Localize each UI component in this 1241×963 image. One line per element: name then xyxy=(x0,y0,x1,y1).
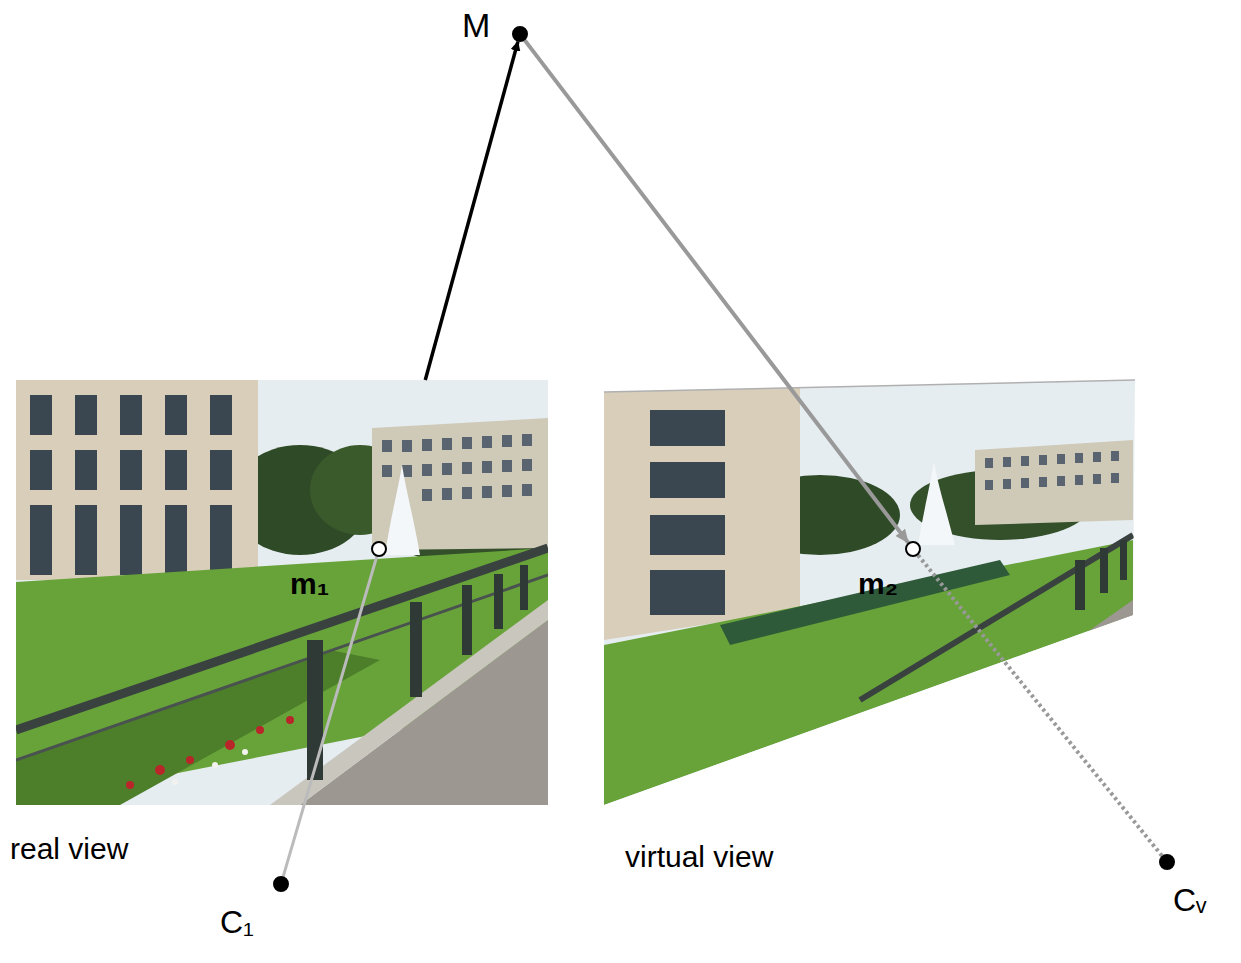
projection-ray xyxy=(283,557,377,877)
dot-shape xyxy=(512,26,528,42)
dot xyxy=(274,877,288,891)
point-dot: M xyxy=(512,26,528,42)
projection-ray xyxy=(425,42,518,380)
dot-shape xyxy=(273,876,289,892)
dot xyxy=(906,542,920,556)
camera-center: Cᵥ xyxy=(1159,854,1175,870)
dot-shape xyxy=(1159,854,1175,870)
projection-ray xyxy=(525,40,908,542)
point-label: C₁ xyxy=(220,906,254,938)
image-point: m₂ xyxy=(905,541,921,557)
dot xyxy=(513,27,527,41)
dot-shape xyxy=(371,541,387,557)
real-view-photo xyxy=(16,380,548,805)
projection-ray xyxy=(918,555,1162,856)
virtual-view-photo xyxy=(604,380,1135,805)
point-label: m₂ xyxy=(858,569,898,599)
point-label: Cᵥ xyxy=(1173,884,1206,916)
dot xyxy=(1160,855,1174,869)
view-caption: virtual view xyxy=(625,842,773,872)
camera-center: C₁ xyxy=(273,876,289,892)
dot-shape xyxy=(905,541,921,557)
image-point: m₁ xyxy=(371,541,387,557)
view-caption: real view xyxy=(10,834,128,864)
dot xyxy=(372,542,386,556)
image-border xyxy=(604,380,1135,392)
point-label: m₁ xyxy=(290,569,329,599)
point-label: M xyxy=(462,8,490,42)
